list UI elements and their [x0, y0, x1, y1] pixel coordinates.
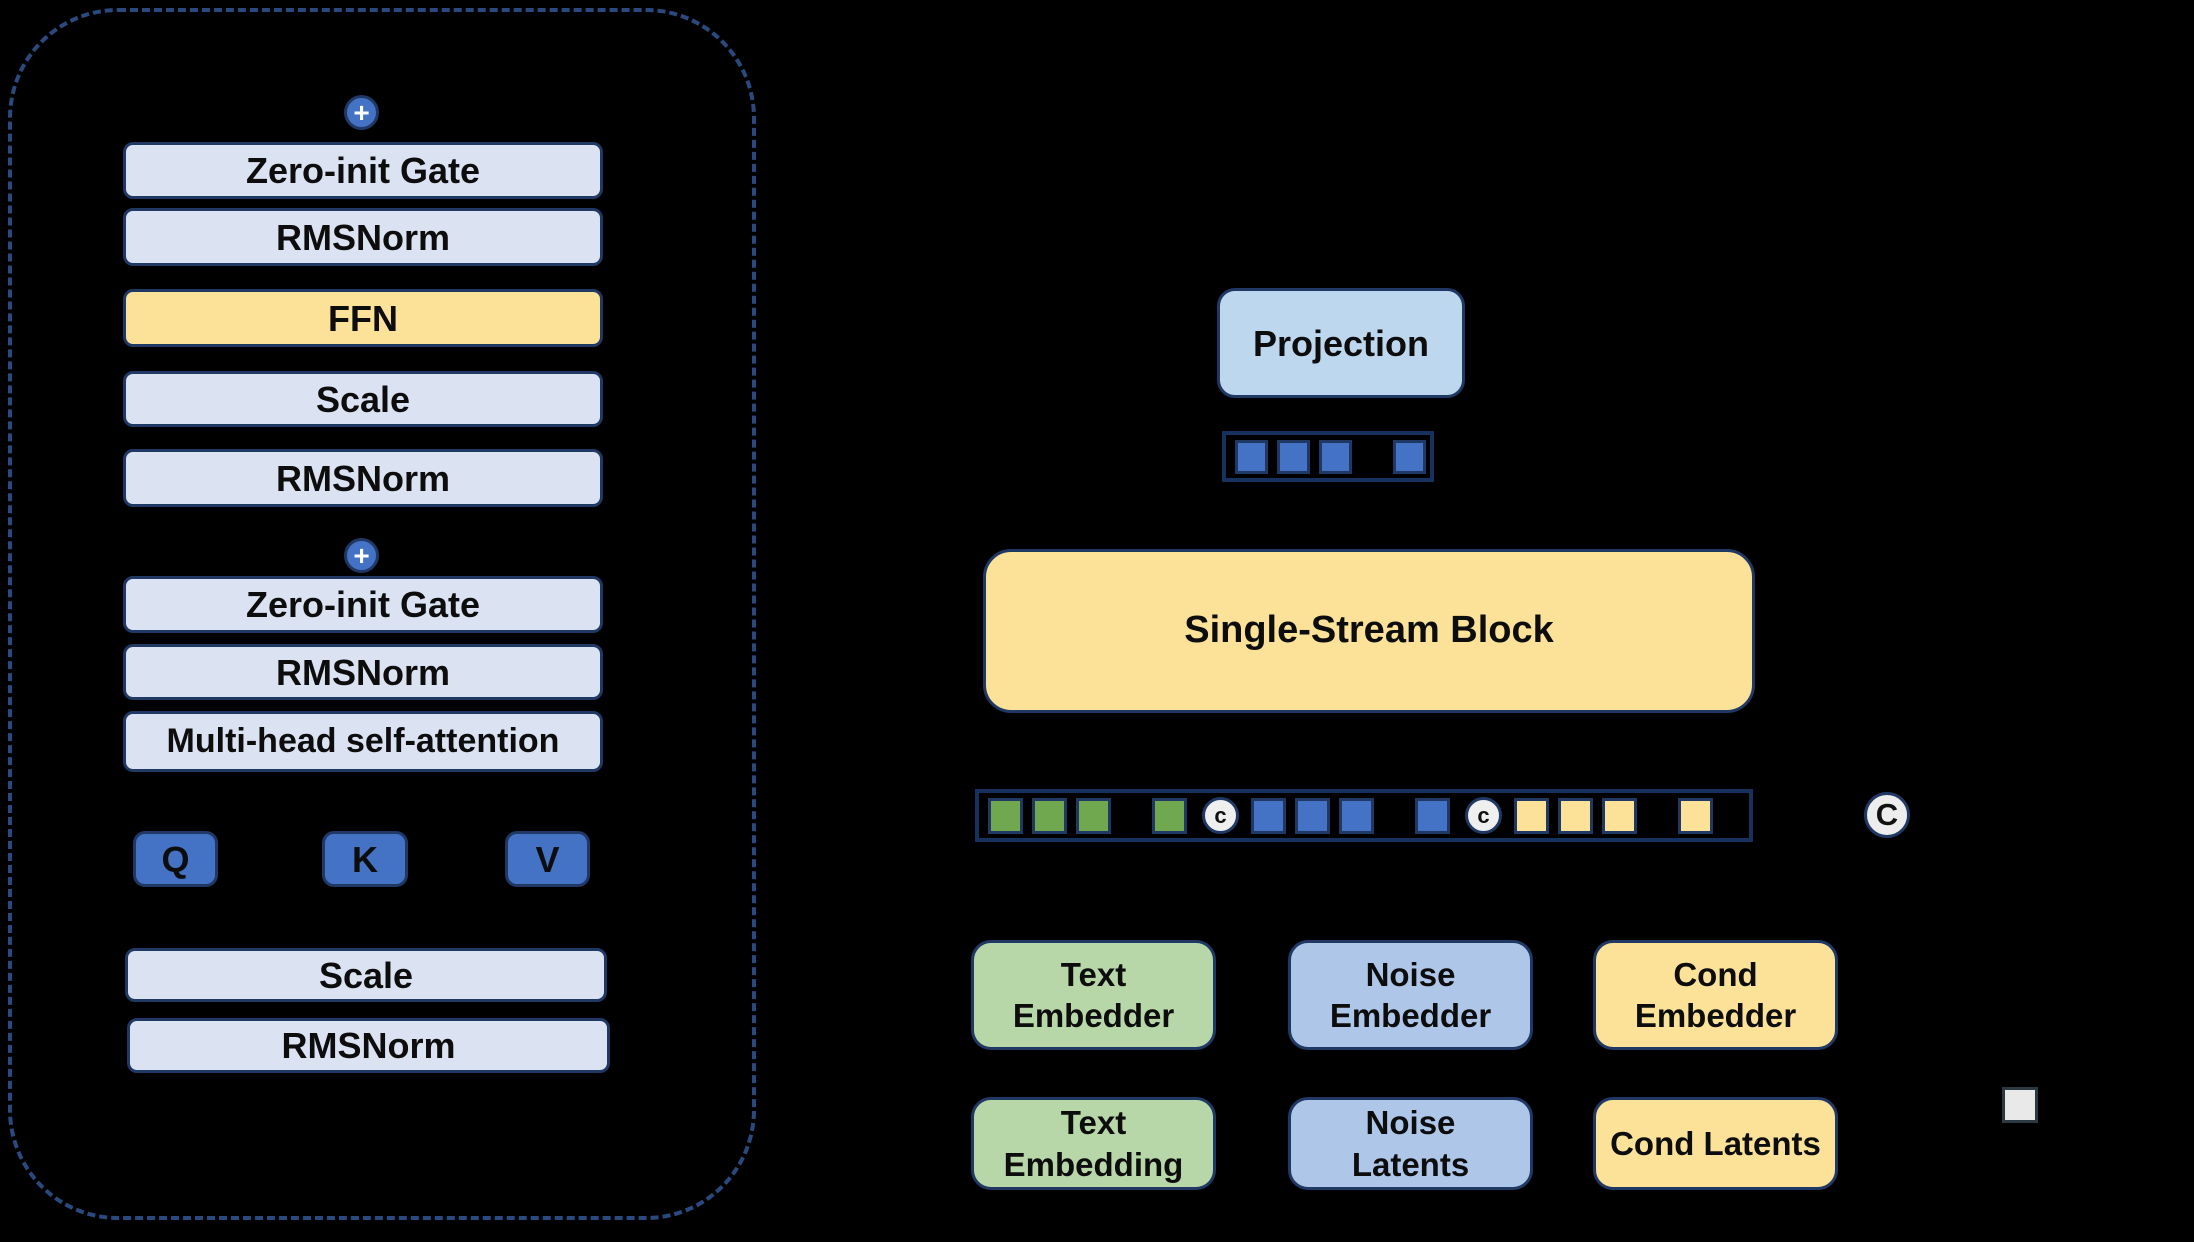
key-box: K — [322, 831, 408, 887]
value-box: V — [505, 831, 590, 887]
noise-latents-box: Noise Latents — [1288, 1097, 1533, 1190]
green-token-square — [988, 797, 1023, 834]
single-stream-block-box: Single-Stream Block — [983, 549, 1755, 713]
concat-icon-small: c — [1202, 797, 1239, 834]
add-icon-glyph: + — [353, 539, 370, 571]
add-icon-top: + — [344, 95, 379, 130]
green-token-square — [1152, 797, 1187, 834]
cond-embedder-box: Cond Embedder — [1593, 940, 1838, 1050]
rmsnorm-box-4: RMSNorm — [127, 1018, 610, 1073]
query-box: Q — [133, 831, 218, 887]
scale-box-2: Scale — [125, 948, 607, 1002]
text-embedding-box: Text Embedding — [971, 1097, 1216, 1190]
yellow-token-square — [1514, 797, 1549, 834]
rmsnorm-box-2: RMSNorm — [123, 449, 603, 507]
blue-token-square — [1251, 797, 1286, 834]
cond-latents-box: Cond Latents — [1593, 1097, 1838, 1190]
blue-token-square — [1393, 439, 1426, 474]
rmsnorm-box-3: RMSNorm — [123, 644, 603, 700]
rmsnorm-box-1: RMSNorm — [123, 208, 603, 266]
yellow-token-square — [1678, 797, 1713, 834]
concat-icon-large: C — [1864, 792, 1910, 838]
blue-token-square — [1235, 439, 1268, 474]
green-token-square — [1032, 797, 1067, 834]
zero-init-gate-box-2: Zero-init Gate — [123, 576, 603, 633]
add-icon-middle: + — [344, 538, 379, 573]
green-token-square — [1076, 797, 1111, 834]
add-icon-glyph: + — [353, 96, 370, 128]
blue-token-square — [1295, 797, 1330, 834]
scale-box-1: Scale — [123, 371, 603, 427]
output-token-strip — [1222, 431, 1434, 482]
single-stream-block-detail-panel — [8, 8, 756, 1220]
zero-init-gate-box-1: Zero-init Gate — [123, 142, 603, 199]
blue-token-square — [1319, 439, 1352, 474]
ffn-box: FFN — [123, 289, 603, 347]
concat-icon-glyph: C — [1875, 797, 1899, 832]
concat-icon-small: c — [1465, 797, 1502, 834]
yellow-token-square — [1602, 797, 1637, 834]
text-embedder-box: Text Embedder — [971, 940, 1216, 1050]
noise-embedder-box: Noise Embedder — [1288, 940, 1533, 1050]
blue-token-square — [1339, 797, 1374, 834]
projection-box: Projection — [1217, 288, 1465, 398]
legend-square — [2002, 1087, 2038, 1123]
multi-head-self-attention-box: Multi-head self-attention — [123, 711, 603, 772]
yellow-token-square — [1558, 797, 1593, 834]
blue-token-square — [1277, 439, 1310, 474]
blue-token-square — [1415, 797, 1450, 834]
